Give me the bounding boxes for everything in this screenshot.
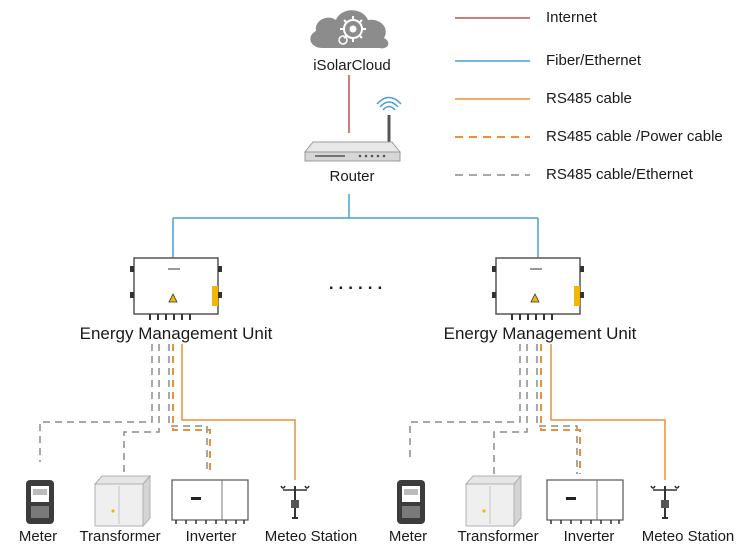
device-label-inverter: Inverter (185, 528, 237, 545)
device-label-inverter: Inverter (563, 528, 615, 545)
device-label-meteo-station: Meteo Station (641, 528, 735, 545)
router-icon (303, 96, 402, 162)
cables-group-2 (409, 344, 666, 480)
legend (455, 17, 530, 176)
cloud-gear-icon (310, 10, 389, 49)
meter-icon (26, 480, 54, 524)
legend-label-fiber-ethernet: Fiber/Ethernet (546, 52, 642, 69)
transformer-icon (464, 474, 523, 528)
ellipsis: ...... (328, 274, 388, 293)
legend-label-rs485-power: RS485 cable /Power cable (546, 128, 723, 145)
emu-icon (492, 257, 584, 320)
inverter-icon (171, 479, 249, 524)
legend-label-internet: Internet (546, 9, 597, 26)
legend-label-rs485-ethernet: RS485 cable/Ethernet (546, 166, 693, 183)
legend-label-rs485: RS485 cable (546, 90, 632, 107)
emu-icon (130, 257, 222, 320)
meter-icon (397, 480, 425, 524)
router-label: Router (329, 168, 375, 185)
inverter-icon (546, 479, 624, 524)
meteo-station-icon (280, 485, 310, 519)
device-label-meter: Meter (18, 528, 58, 545)
transformer-icon (93, 474, 152, 528)
device-label-meter: Meter (388, 528, 428, 545)
emu-label: Energy Management Unit (443, 324, 637, 343)
device-label-meteo-station: Meteo Station (264, 528, 358, 545)
device-label-transformer: Transformer (457, 528, 539, 545)
device-label-transformer: Transformer (79, 528, 161, 545)
cables-group-1 (39, 344, 296, 480)
meteo-station-icon (650, 485, 680, 519)
emu-label: Energy Management Unit (79, 324, 273, 343)
fiber-ethernet-links (172, 194, 539, 258)
cloud-label: iSolarCloud (313, 57, 391, 74)
